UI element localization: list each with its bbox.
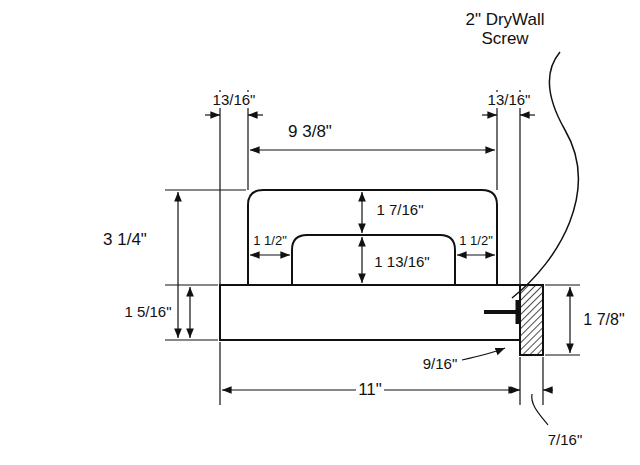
dimension-line bbox=[569, 287, 570, 353]
extension-line bbox=[545, 284, 580, 285]
dimension-line bbox=[361, 192, 362, 233]
extension-line bbox=[519, 90, 520, 285]
dimension-line bbox=[361, 237, 362, 283]
leader-line bbox=[462, 348, 505, 360]
dimension-line bbox=[248, 114, 263, 115]
dimension-label: 11" bbox=[356, 381, 384, 400]
dimension-line bbox=[482, 114, 497, 115]
dimension-label: 1 1/2" bbox=[251, 234, 289, 248]
dimension-line bbox=[510, 389, 520, 390]
leader-line bbox=[512, 52, 578, 298]
dimension-label: 1 1/2" bbox=[457, 234, 495, 248]
dimension-label: 7/16" bbox=[546, 432, 585, 449]
screw-head bbox=[516, 300, 521, 324]
extension-line bbox=[545, 354, 580, 355]
dimension-label: 13/16" bbox=[211, 92, 258, 109]
dimension-label: 1 13/16" bbox=[372, 254, 431, 271]
base-board bbox=[220, 285, 520, 340]
extension-line bbox=[519, 357, 520, 405]
dimension-line bbox=[250, 149, 495, 150]
extension-line bbox=[219, 90, 220, 285]
dimension-line bbox=[250, 254, 290, 255]
dimension-line bbox=[520, 114, 535, 115]
dimension-line bbox=[189, 287, 190, 338]
dimension-label: 1 7/8" bbox=[581, 311, 626, 329]
callout-note: 2" DryWall Screw bbox=[448, 11, 562, 48]
bracket-cutout bbox=[292, 235, 455, 285]
screw-shank bbox=[484, 310, 518, 314]
dimension-label: 9/16" bbox=[421, 356, 460, 373]
dimension-label: 13/16" bbox=[486, 92, 533, 109]
dimension-label: 9 3/8" bbox=[286, 123, 334, 142]
extension-line bbox=[165, 339, 218, 340]
extension-line bbox=[219, 342, 220, 405]
dimension-label: 1 7/16" bbox=[374, 202, 425, 219]
end-piece bbox=[520, 285, 543, 355]
dimension-line bbox=[543, 389, 553, 390]
dimension-label: 1 5/16" bbox=[122, 304, 173, 321]
dimension-line bbox=[177, 192, 178, 338]
leader-line bbox=[532, 394, 548, 425]
dimension-line bbox=[457, 254, 495, 255]
extension-line bbox=[165, 284, 218, 285]
dimension-line bbox=[205, 114, 220, 115]
bracket-outline bbox=[248, 190, 497, 285]
dimension-label: 3 1/4" bbox=[101, 231, 149, 250]
extension-line bbox=[165, 189, 246, 190]
extension-line bbox=[542, 357, 543, 405]
